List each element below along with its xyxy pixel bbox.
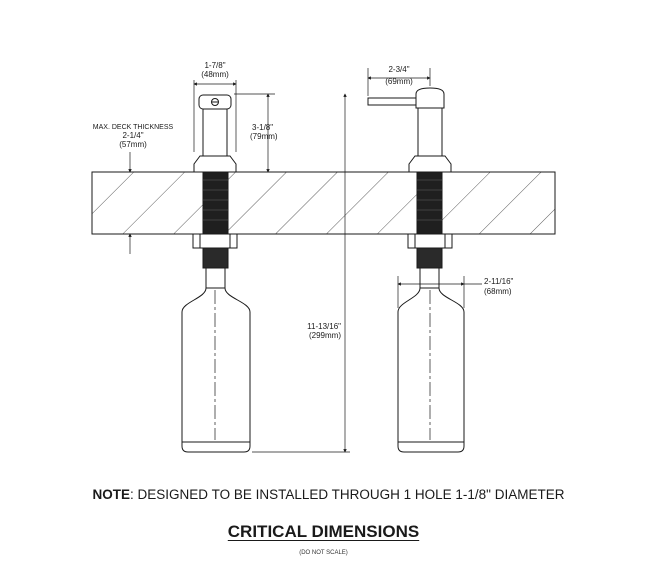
- page-title-text: CRITICAL DIMENSIONS: [227, 522, 420, 541]
- height-above-label: 3-1/8": [252, 123, 273, 132]
- page-title: CRITICAL DIMENSIONS: [0, 522, 647, 542]
- deck-label: 2-1/4": [122, 131, 143, 140]
- bottle-width-mm-label: (68mm): [484, 287, 512, 296]
- dispenser-left: [181, 94, 251, 453]
- install-note: NOTE: DESIGNED TO BE INSTALLED THROUGH 1…: [0, 487, 657, 502]
- spout-label: 2-3/4": [388, 65, 409, 74]
- width-left-mm-label: (48mm): [201, 70, 229, 79]
- bottle-width-label: 2-11/16": [484, 277, 514, 286]
- deck-mm-label: (57mm): [119, 140, 147, 149]
- height-above-mm-label: (79mm): [250, 132, 278, 141]
- deck-title-label: MAX. DECK THICKNESS: [93, 124, 174, 131]
- spout-mm-label: (69mm): [385, 77, 413, 86]
- dimension-lines: [128, 68, 482, 453]
- page-subtitle: (DO NOT SCALE): [299, 550, 348, 556]
- total-height-mm-label: (299mm): [309, 331, 341, 340]
- dispenser-right: [367, 87, 465, 453]
- note-text: : DESIGNED TO BE INSTALLED THROUGH 1 HOL…: [130, 487, 565, 502]
- width-left-label: 1-7/8": [204, 61, 225, 70]
- countertop: [91, 171, 556, 235]
- note-prefix: NOTE: [92, 487, 131, 502]
- total-height-label: 11-13/16": [307, 322, 341, 331]
